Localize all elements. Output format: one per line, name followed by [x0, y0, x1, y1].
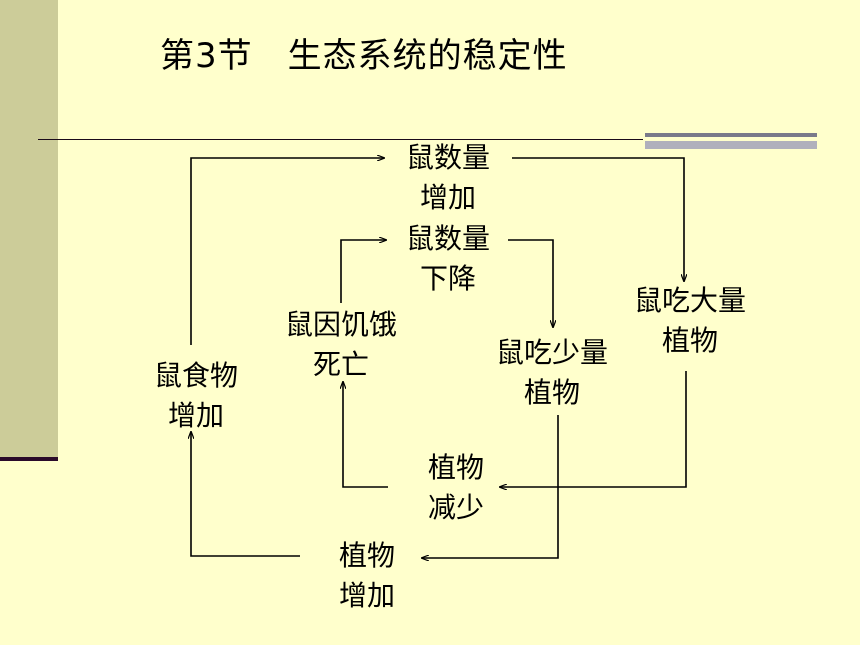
- sidebar-decoration: [0, 0, 58, 460]
- node-rat-starve: 鼠因饥饿 死亡: [284, 308, 397, 381]
- arrow-rat-increase-to-eat-much: [512, 157, 684, 281]
- node-rat-food-increase: 鼠食物 增加: [153, 359, 238, 432]
- node-plant-increase: 植物 增加: [338, 539, 395, 612]
- decorative-bar-bottom: [645, 141, 817, 149]
- decorative-bar-top: [645, 133, 817, 137]
- arrow-eat-little-to-plant-increase: [422, 415, 559, 558]
- node-rat-eat-much: 鼠吃大量 植物: [633, 284, 746, 357]
- title-divider: [38, 139, 643, 140]
- arrow-plant-decrease-to-starve: [343, 382, 388, 488]
- node-rat-increase: 鼠数量 增加: [405, 141, 490, 214]
- arrow-starve-to-rat-decrease: [340, 240, 386, 303]
- arrow-rat-decrease-to-eat-little: [508, 239, 553, 327]
- node-rat-decrease: 鼠数量 下降: [405, 222, 490, 295]
- page-title: 第3节 生态系统的稳定性: [160, 36, 568, 76]
- node-rat-eat-little: 鼠吃少量 植物: [495, 336, 608, 409]
- arrow-eat-much-to-plant-decrease: [500, 371, 687, 487]
- node-plant-decrease: 植物 减少: [427, 451, 484, 524]
- sidebar-accent-line: [0, 457, 58, 461]
- arrow-food-increase-to-rat-increase: [190, 158, 384, 345]
- arrow-plant-increase-to-food-increase: [191, 432, 300, 557]
